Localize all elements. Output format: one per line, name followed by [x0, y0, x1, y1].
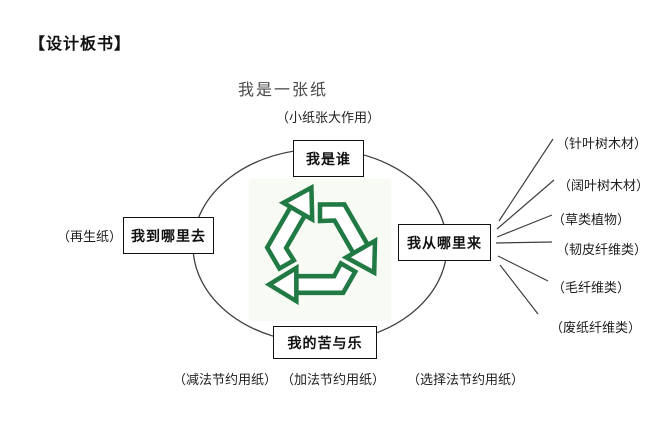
annotation-softwood: （针叶树木材）: [556, 136, 648, 151]
annotation-recycled-paper: （再生纸）: [57, 229, 123, 244]
section-header: 【设计板书】: [29, 36, 132, 53]
recycle-arrow-right: [317, 202, 378, 277]
recycle-icon: [264, 183, 378, 306]
annotation-hardwood: （阔叶树木材）: [558, 178, 650, 193]
node-where-do-i-go: 我到哪里去: [123, 217, 214, 254]
recycle-arrow-bottom: [264, 260, 359, 306]
annotation-wool-fiber: （毛纤维类）: [552, 280, 631, 295]
diagram-title: 我是一张纸: [238, 82, 329, 99]
annotation-grass-plants: （草类植物）: [552, 212, 631, 227]
node-my-joys-and-sorrows: 我的苦与乐: [273, 326, 377, 359]
recycle-arrow-left: [264, 183, 315, 272]
node-where-am-i-from: 我从哪里来: [398, 224, 491, 261]
annotation-subtraction-saving: （减法节约用纸）: [173, 372, 278, 387]
annotation-bast-fiber: （韧皮纤维类）: [556, 242, 648, 257]
annotation-wastepaper-fiber: （废纸纤维类）: [550, 320, 642, 335]
node-who-am-i: 我是谁: [293, 140, 364, 177]
fan-lines: [495, 138, 555, 315]
diagram-subtitle: （小纸张大作用）: [276, 110, 381, 125]
annotation-selection-saving: （选择法节约用纸）: [407, 372, 525, 387]
annotation-addition-saving: （加法节约用纸）: [281, 372, 386, 387]
